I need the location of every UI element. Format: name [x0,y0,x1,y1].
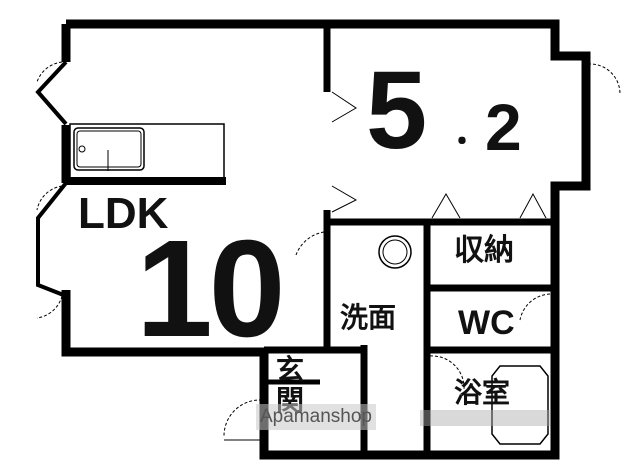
ldk-size: 10 [136,212,285,366]
western-room-size-separator: ・ [447,125,477,160]
toilet-label: WC [458,304,515,342]
outer-wall [61,19,591,460]
western-room-size-major: 5 [366,49,428,172]
watermark-band [420,410,550,426]
ldk-label: LDK [78,189,169,238]
western-room-size-minor: 2 [485,90,522,164]
bathroom-label: 浴室 [454,376,511,409]
washroom-label: 洗面 [340,301,397,334]
watermark: Apamanshop [256,404,376,430]
entrance-label: 玄関 [275,353,304,417]
storage-label: 収納 [454,233,514,268]
